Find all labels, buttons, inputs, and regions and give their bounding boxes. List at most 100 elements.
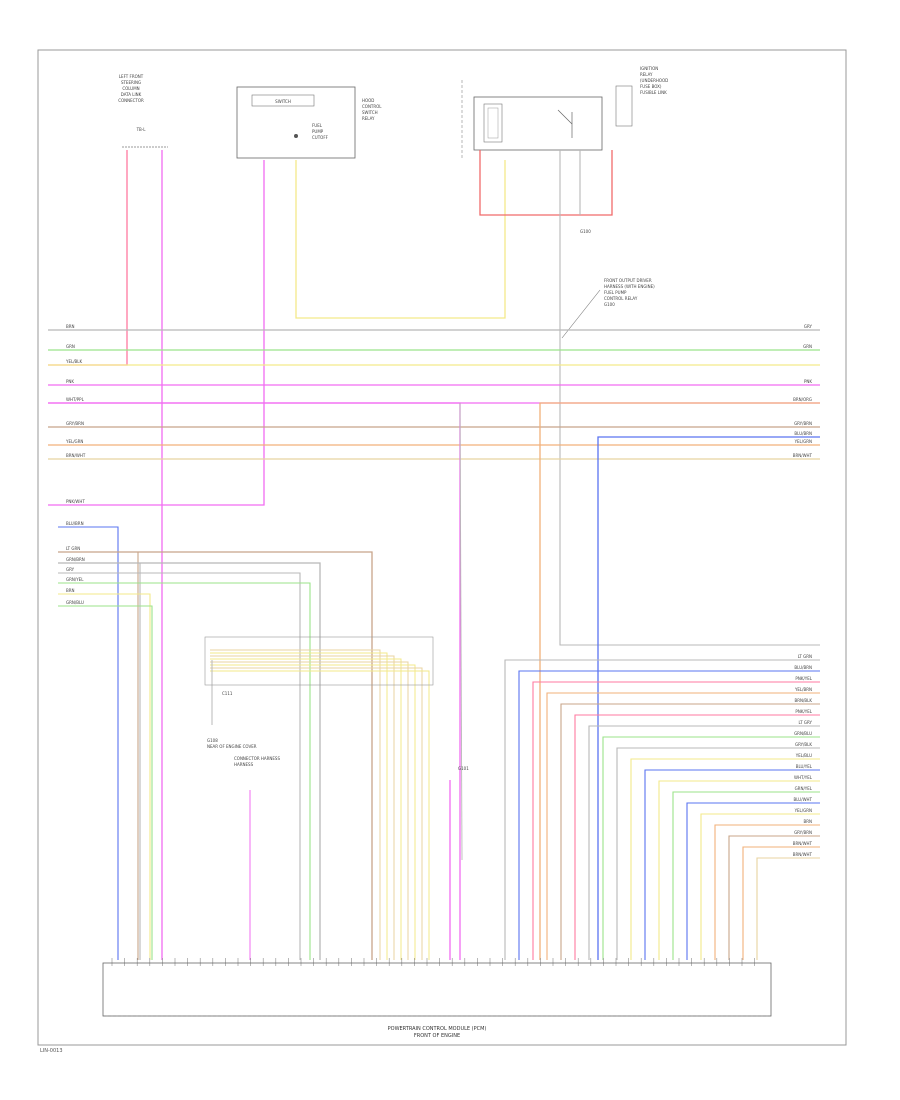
junction-line4: CONTROL RELAY <box>604 296 638 301</box>
wire-right-lower-2 <box>532 681 820 960</box>
wire-right-lower-1 <box>518 670 820 960</box>
wire-left-lower-5 <box>58 593 151 960</box>
wire-right-lower-4 <box>560 703 820 960</box>
right-lower-label-5: PNK/YEL <box>795 709 812 714</box>
wire-right-lower-3 <box>546 692 820 960</box>
wire-left-lower-6 <box>58 605 153 960</box>
wire-right-lower-18 <box>756 857 820 960</box>
wire-left-lower-4 <box>58 582 311 960</box>
wire-left-brown-long <box>58 551 373 960</box>
left-connector-line3: COLUMN <box>122 86 139 91</box>
right-lower-label-8: GRY/BLK <box>795 742 812 747</box>
right-bus-label-0: GRY <box>804 324 813 329</box>
ignition-line2: RELAY <box>640 72 653 77</box>
right-lower-label-12: GRN/YEL <box>795 786 813 791</box>
ground-tag: G101 <box>458 766 469 771</box>
g100-label: G100 <box>580 229 591 234</box>
left-bus-label-11: GRN/BRN <box>66 557 85 562</box>
right-bus-label-6: YEL/GRN <box>794 439 812 444</box>
wire-right-lower-7 <box>602 736 820 960</box>
right-bus-label-3: BRN/ORG <box>793 397 812 402</box>
wire-sensor-fan-5 <box>210 664 416 960</box>
ignition-line3: (UNDERHOOD <box>640 78 668 83</box>
left-bus-label-3: PNK <box>66 379 74 384</box>
wire-left-lower-0 <box>58 526 119 960</box>
wire-right-orange-trunk <box>539 402 820 960</box>
wire-sensor-fan-6 <box>210 667 423 960</box>
wire-right-lower-14 <box>700 813 820 960</box>
right-lower-label-17: BRN/WHT <box>793 841 813 846</box>
ground-junction: FRONT OUTPUT DRIVER HARNESS (WITH ENGINE… <box>561 278 655 339</box>
left-connector-line5: CONNECTOR <box>118 98 144 103</box>
footer-code: LIN-0013 <box>40 1048 63 1054</box>
sensor-harness-line1: CONNECTOR HARNESS <box>234 756 280 761</box>
ignition-line1: IGNITION <box>640 66 658 71</box>
wire-sensor-fan-3 <box>210 658 402 960</box>
wire-right-lower-10 <box>644 769 820 960</box>
right-bus-label-4: GRY/BRN <box>794 421 812 426</box>
wire-sensor-fan-7 <box>210 670 430 960</box>
left-bus-label-10: LT GRN <box>66 546 80 551</box>
right-lower-label-1: BLU/BRN <box>794 665 812 670</box>
left-bus-label-12: GRY <box>66 567 75 572</box>
sensor-harness-line2: HARNESS <box>234 762 254 767</box>
right-bus-label-7: BRN/WHT <box>793 453 813 458</box>
left-connector-line2: STEERING <box>121 80 141 85</box>
wire-ign-gray-trunk <box>559 150 820 646</box>
wire-sensor-fan-1 <box>210 652 388 960</box>
sensor-ground-line2: NEAR OF ENGINE COVER <box>207 744 257 749</box>
hood-sub-line1: FUEL <box>312 123 323 128</box>
right-lower-label-6: LT GRY <box>799 720 813 725</box>
wire-right-lower-17 <box>742 846 820 960</box>
wire-right-lower-6 <box>588 725 820 960</box>
right-lower-label-0: LT GRN <box>798 654 812 659</box>
right-lower-label-18: BRN/WHT <box>793 852 813 857</box>
pcm-line1: POWERTRAIN CONTROL MODULE (PCM) <box>388 1026 487 1032</box>
left-bus-label-5: GRY/BRN <box>66 421 84 426</box>
right-bus-label-1: GRN <box>803 344 812 349</box>
wire-sensor-fan-0 <box>210 649 381 960</box>
pcm-line2: FRONT OF ENGINE <box>414 1033 460 1039</box>
wire-left-lower-3 <box>58 572 301 960</box>
sensor-ground-line1: G108 <box>207 738 218 743</box>
diagram-frame <box>37 49 847 1046</box>
wire-left-lower-1 <box>58 551 139 960</box>
sensor-pin: C111 <box>222 691 233 696</box>
wire-right-lower-9 <box>630 758 820 960</box>
right-lower-label-3: YEL/BRN <box>794 687 812 692</box>
wire-right-lower-5 <box>574 714 820 960</box>
left-bus-label-4: WHT/PPL <box>66 397 85 402</box>
junction-line5: G100 <box>604 302 615 307</box>
wire-right-lower-0 <box>504 659 820 960</box>
wire-hood-magenta <box>48 160 265 506</box>
wire-center-magenta-drop <box>48 402 461 960</box>
hood-switch-line2: CONTROL <box>362 104 382 109</box>
hood-sub-line3: CUTOFF <box>312 135 329 140</box>
wire-sensor-fan-4 <box>210 661 409 960</box>
wire-right-lower-16 <box>728 835 820 960</box>
wire-sensor-fan-2 <box>210 655 395 960</box>
left-bus-label-15: GRN/BLU <box>66 600 84 605</box>
wire-layer: BRNGRNYEL/BLKPNKWHT/PPLGRY/BRNYEL/GRNBRN… <box>48 150 820 966</box>
ignition-line5: FUSIBLE LINK <box>640 90 667 95</box>
left-connector-line1: LEFT FRONT <box>119 74 144 79</box>
left-bus-label-8: PNK/WHT <box>66 499 85 504</box>
wire-right-lower-13 <box>686 802 820 960</box>
right-bus-label-5: BLU/BRN <box>794 431 812 436</box>
ignition-line4: FUSE BOX) <box>640 84 662 89</box>
wire-right-blue-trunk <box>597 436 820 960</box>
right-lower-label-4: BRN/BLK <box>795 698 813 703</box>
wire-left-pink-feed <box>48 150 128 366</box>
right-lower-label-11: WHT/YEL <box>794 775 813 780</box>
right-lower-label-2: PNK/YEL <box>795 676 812 681</box>
junction-line3: FUEL PUMP <box>604 290 627 295</box>
left-bus-label-7: BRN/WHT <box>66 453 86 458</box>
hood-switch-line4: RELAY <box>362 116 375 121</box>
ignition-relay: IGNITION RELAY (UNDERHOOD FUSE BOX) FUSI… <box>461 66 668 234</box>
wire-left-gray-long <box>58 562 321 960</box>
hood-switch: SWITCH HOOD CONTROL SWITCH RELAY FUEL PU… <box>236 86 382 159</box>
left-bus-label-14: BRN <box>66 588 75 593</box>
wire-right-lower-11 <box>658 780 820 960</box>
left-bus-label-0: BRN <box>66 324 75 329</box>
